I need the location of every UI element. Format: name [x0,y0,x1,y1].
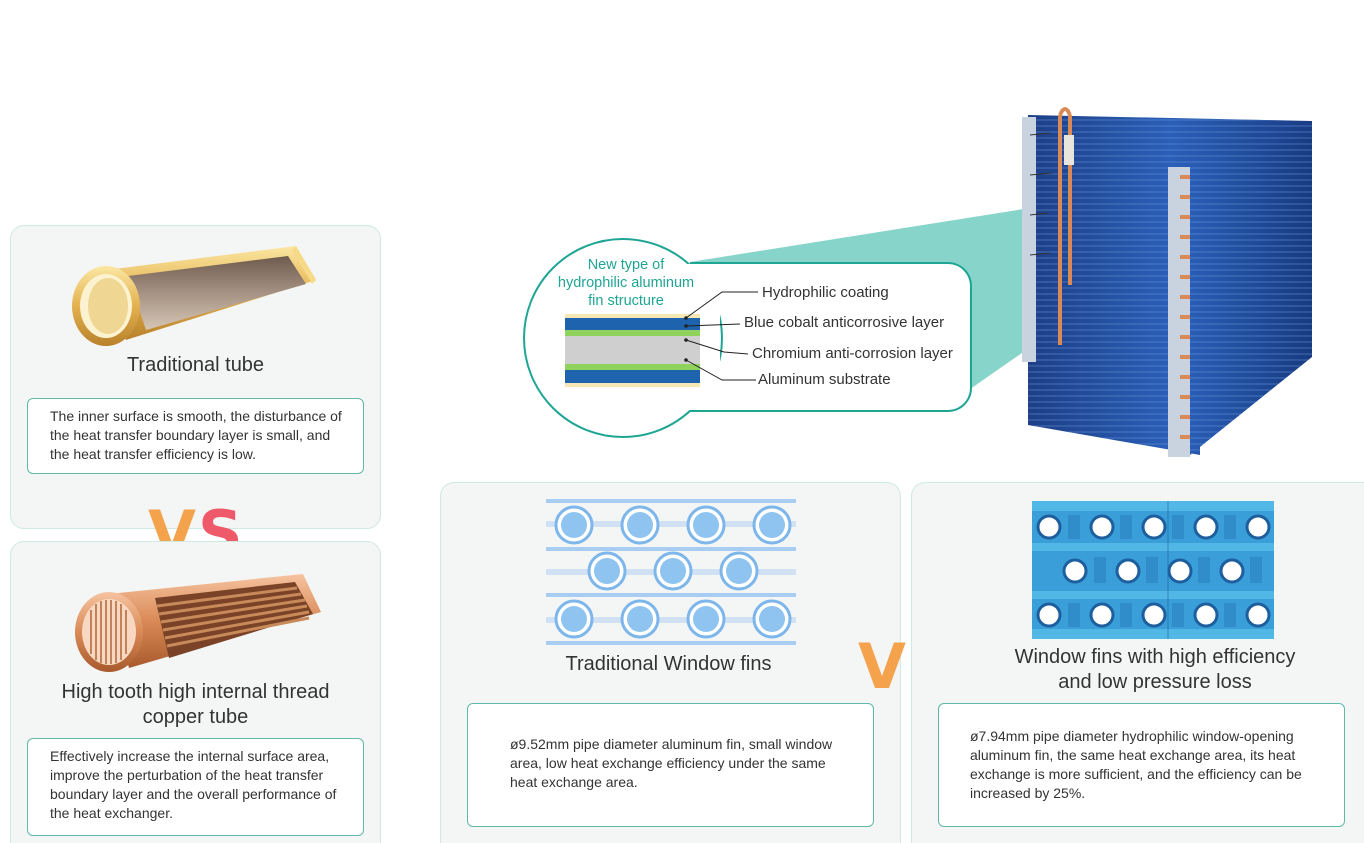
layer-label-hydrophilic: Hydrophilic coating [762,284,889,301]
traditional-tube-panel: Traditional tube The inner surface is sm… [10,225,381,529]
layer-label-chromium: Chromium anti-corrosion layer [752,345,953,362]
efficient-fins-title-line2: and low pressure loss [1058,671,1252,693]
traditional-tube-title: Traditional tube [126,354,265,376]
traditional-tube-illustration [72,246,316,346]
traditional-tube-description: The inner surface is smooth, the disturb… [27,398,364,474]
internal-thread-tube-description: Effectively increase the internal surfac… [27,738,364,836]
efficient-fins-description: ø7.94mm pipe diameter hydrophilic window… [938,703,1345,827]
traditional-fins-panel: Traditional Window fins ø9.52mm pipe dia… [440,482,901,843]
traditional-fins-title: Traditional Window fins [565,653,772,675]
fin-structure-title: New type of hydrophilic aluminum fin str… [538,256,714,316]
internal-thread-tube-title-line2: copper tube [142,706,249,728]
traditional-fins-description: ø9.52mm pipe diameter aluminum fin, smal… [467,703,874,827]
efficient-fins-panel: Window fins with high efficiency and low… [911,482,1364,843]
internal-thread-tube-panel: High tooth high internal thread copper t… [10,541,381,843]
efficient-fins-title-line1: Window fins with high efficiency [1014,646,1296,668]
layer-label-blue-cobalt: Blue cobalt anticorrosive layer [744,314,945,331]
internal-thread-tube-illustration [75,574,321,672]
traditional-fins-diagram [546,499,796,645]
fin-structure-title-line2: hydrophilic aluminum [557,275,695,291]
internal-thread-tube-title-line1: High tooth high internal thread [61,681,330,703]
fin-layer-stack [565,314,700,387]
fin-structure-callout [690,262,972,412]
fin-structure-title-line1: New type of [587,257,665,273]
heat-exchanger-coil-illustration [1022,107,1312,457]
fin-structure-title-line3: fin structure [588,293,664,309]
layer-label-aluminum: Aluminum substrate [758,371,891,388]
efficient-fins-diagram [1032,501,1274,639]
